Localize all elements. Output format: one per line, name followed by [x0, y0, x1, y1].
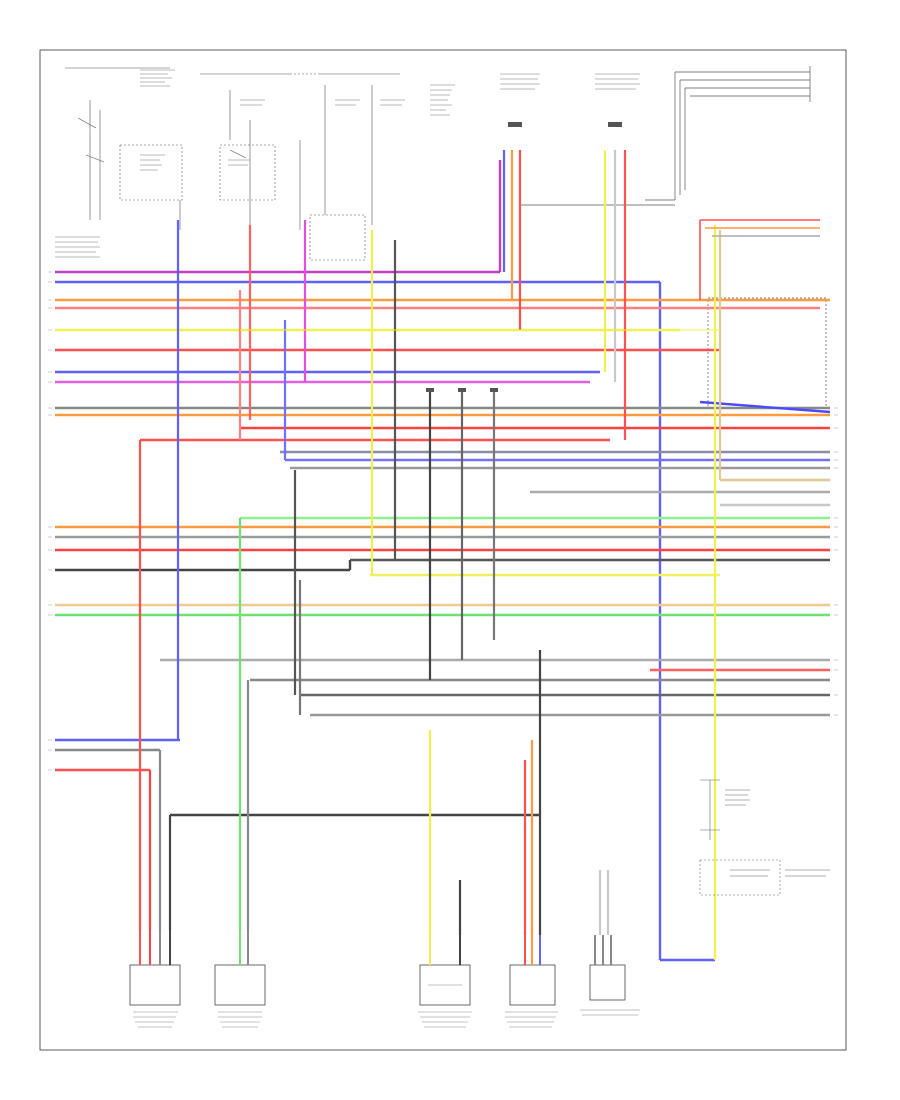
switch-cluster-left [65, 67, 400, 261]
right-side-links [240, 219, 820, 331]
edge-ticks [48, 271, 838, 771]
wire-bus-vertical [138, 150, 722, 960]
label-blocks-top [55, 69, 640, 258]
bus-markers [426, 122, 622, 392]
component-sensor-3 [418, 935, 472, 1028]
component-sensor-5 [580, 935, 640, 1016]
wire-blue-2 [699, 400, 831, 414]
component-sensor-2 [214, 930, 266, 1028]
connector-top-right [520, 66, 827, 409]
component-sensor-1 [129, 930, 181, 1028]
diagram-frame [39, 49, 847, 1051]
component-bottom-right [699, 779, 830, 896]
component-sensor-4 [505, 935, 558, 1028]
wire-bus-horizontal [55, 160, 831, 962]
